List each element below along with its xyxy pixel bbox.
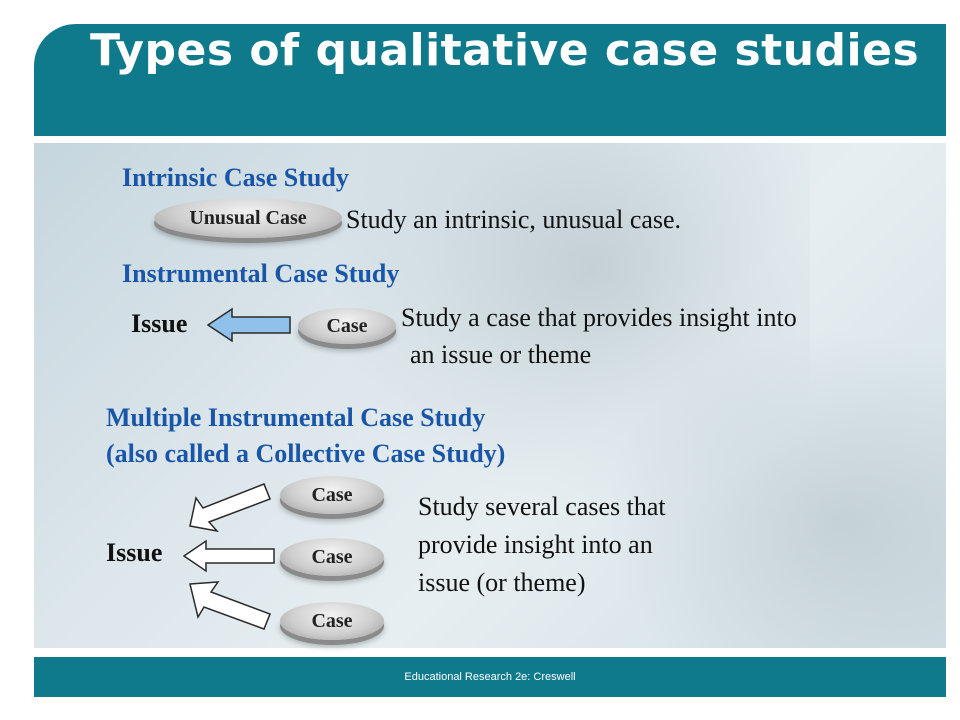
- instrumental-issue-label: Issue: [131, 309, 188, 338]
- multiple-description-line2: provide insight into an: [418, 530, 653, 559]
- unusual-case-label: Unusual Case: [189, 206, 307, 229]
- multiple-arrow-top-icon: [189, 483, 271, 533]
- background-photo: [330, 143, 810, 503]
- multiple-case-label-1: Case: [311, 483, 353, 506]
- multiple-heading-line2: (also called a Collective Case Study): [106, 439, 506, 468]
- multiple-description-line3: issue (or theme): [418, 568, 586, 597]
- background-photo-lower: [600, 330, 946, 648]
- multiple-arrow-middle-icon: [182, 539, 275, 573]
- slide-title: Types of qualitative case studies: [90, 25, 920, 76]
- title-bar: [34, 24, 946, 142]
- intrinsic-heading: Intrinsic Case Study: [122, 163, 349, 192]
- multiple-description-line1: Study several cases that: [418, 492, 666, 521]
- instrumental-description-line2: an issue or theme: [410, 340, 592, 369]
- multiple-case-disc-3: Case: [280, 602, 384, 640]
- instrumental-heading: Instrumental Case Study: [122, 259, 400, 288]
- multiple-arrow-bottom-icon: [189, 581, 271, 630]
- instrumental-description-line1: Study a case that provides insight into: [401, 303, 797, 332]
- footer-bar: [34, 657, 946, 697]
- multiple-heading-line1: Multiple Instrumental Case Study: [106, 403, 486, 432]
- multiple-case-label-2: Case: [311, 545, 353, 568]
- instrumental-arrow-icon: [206, 307, 291, 343]
- multiple-issue-label: Issue: [106, 538, 163, 567]
- multiple-case-disc-2: Case: [280, 538, 384, 576]
- instrumental-case-disc: Case: [298, 308, 396, 344]
- footer-text: Educational Research 2e: Creswell: [404, 671, 576, 683]
- instrumental-case-label: Case: [326, 314, 368, 337]
- multiple-case-disc-1: Case: [280, 476, 384, 514]
- intrinsic-description: Study an intrinsic, unusual case.: [346, 205, 682, 234]
- multiple-case-label-3: Case: [311, 609, 353, 632]
- unusual-case-disc: Unusual Case: [154, 198, 342, 238]
